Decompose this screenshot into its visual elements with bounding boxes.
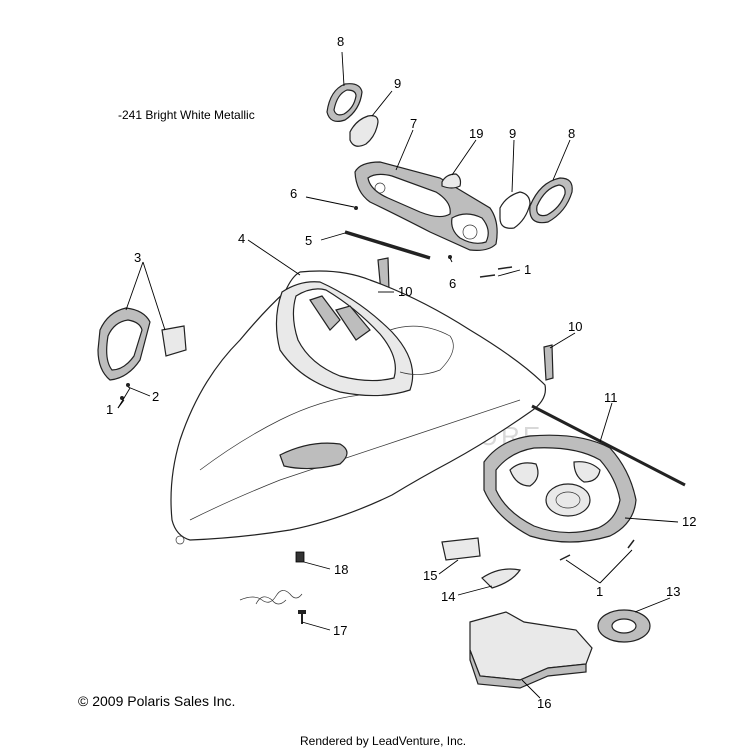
part-6-screw-upper [354,206,358,210]
part-1-screws-lower [559,539,635,561]
callout-2: 2 [152,389,159,404]
part-3-side-panel [97,307,187,381]
part-16-bracket [469,611,593,689]
part-15-decal [441,537,481,561]
part-8-lens-ring-upper [326,83,363,122]
callout-7: 7 [410,116,417,131]
callout-6-upper: 6 [290,186,297,201]
part-4-hood [170,270,547,545]
callout-3: 3 [134,250,141,265]
part-1-screws-upper [479,266,513,278]
callout-18: 18 [334,562,348,577]
callout-10-upper: 10 [398,284,412,299]
part-19-cap [441,173,462,189]
part-9-lens-right [499,191,531,229]
callout-4: 4 [238,231,245,246]
callout-6-lower: 6 [449,276,456,291]
callout-1-left: 1 [106,402,113,417]
callout-14: 14 [441,589,455,604]
callout-17: 17 [333,623,347,638]
callout-13: 13 [666,584,680,599]
part-7-headlight-housing [354,161,498,251]
part-8-lens-ring-right [529,177,573,224]
part-5-rod [344,230,431,260]
part-17-wire-harness [239,590,306,624]
callout-8-upper: 8 [337,34,344,49]
part-10-clip-right [543,344,554,381]
callout-15: 15 [423,568,437,583]
callout-12: 12 [682,514,696,529]
part-18-nut [295,551,305,563]
callout-11: 11 [604,390,618,405]
part-12-console [483,434,637,543]
callout-1-upper: 1 [524,262,531,277]
color-note: -241 Bright White Metallic [118,108,255,122]
callout-labels: 8 9 7 19 9 8 6 5 6 1 4 3 10 10 1 2 11 12… [106,34,696,711]
callout-19: 19 [469,126,483,141]
callout-16: 16 [537,696,551,711]
part-11-rod [531,404,686,487]
part-9-lens-upper [349,115,379,147]
part-6-screw-lower [448,255,452,259]
callout-9-right: 9 [509,126,516,141]
callout-1-lower: 1 [596,584,603,599]
part-13-grommet [597,609,651,643]
part-14-decal [481,568,521,589]
callout-8-right: 8 [568,126,575,141]
copyright-text: © 2009 Polaris Sales Inc. [78,693,235,709]
callout-9-upper: 9 [394,76,401,91]
callout-5: 5 [305,233,312,248]
part-2-screw [126,383,130,387]
leader-lines [117,51,679,699]
callout-10-right: 10 [568,319,582,334]
rendered-by-text: Rendered by LeadVenture, Inc. [300,734,466,748]
